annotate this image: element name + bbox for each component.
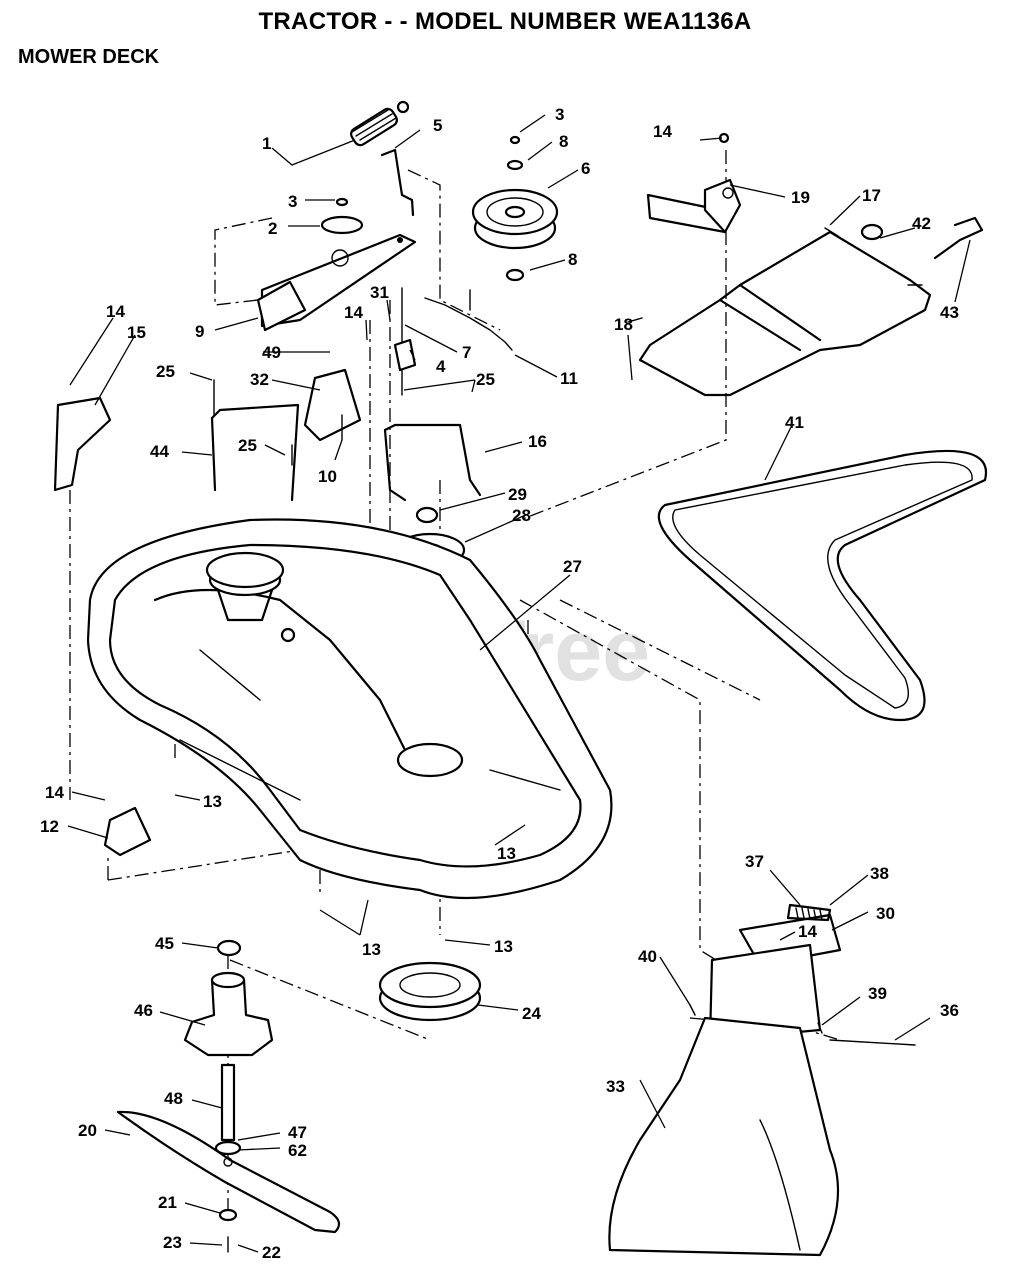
callout-8: 8 <box>559 132 568 151</box>
callout-9: 9 <box>195 322 204 341</box>
callout-22: 22 <box>262 1243 281 1262</box>
callout-29: 29 <box>508 485 527 504</box>
callout-30: 30 <box>876 904 895 923</box>
callout-13c: 13 <box>362 940 381 959</box>
callout-25b: 25 <box>476 370 495 389</box>
callout-37: 37 <box>745 852 764 871</box>
callout-8b: 8 <box>568 250 577 269</box>
callout-14e: 14 <box>798 922 817 941</box>
callout-5: 5 <box>433 116 442 135</box>
callout-13b: 13 <box>497 844 516 863</box>
callout-40: 40 <box>638 947 657 966</box>
callout-20: 20 <box>78 1121 97 1140</box>
callout-25: 25 <box>156 362 175 381</box>
deck-hangers <box>210 287 482 502</box>
callout-31: 31 <box>370 283 389 302</box>
callout-27: 27 <box>563 557 582 576</box>
callout-10: 10 <box>318 467 337 486</box>
deck-spindle <box>205 551 296 643</box>
callout-62: 62 <box>288 1141 307 1160</box>
callout-13d: 13 <box>494 937 513 956</box>
callout-11: 11 <box>560 369 578 388</box>
callout-14: 14 <box>106 302 125 321</box>
callout-3b: 3 <box>555 105 564 124</box>
page-title: TRACTOR - - MODEL NUMBER WEA1136A <box>258 8 752 35</box>
callout-43: 43 <box>940 303 959 322</box>
deck-bracket <box>53 396 112 492</box>
cable-part <box>424 297 513 351</box>
callout-38: 38 <box>870 864 889 883</box>
callout-44: 44 <box>150 442 169 461</box>
rod-part <box>380 148 415 217</box>
drive-belt <box>657 449 988 722</box>
mower-blade <box>116 1110 341 1234</box>
callout-17: 17 <box>862 186 881 205</box>
callout-48: 48 <box>164 1089 183 1108</box>
callout-49: 49 <box>262 343 281 362</box>
idler-pulley <box>471 135 559 282</box>
callout-18: 18 <box>614 315 633 334</box>
bracket-12 <box>103 806 152 857</box>
callout-13: 13 <box>203 792 222 811</box>
callout-14b: 14 <box>344 303 363 322</box>
callout-25c: 25 <box>238 436 257 455</box>
callout-21: 21 <box>158 1193 177 1212</box>
callout-47: 47 <box>288 1123 307 1142</box>
callout-labels: 1 2 3 3 4 5 6 7 8 8 9 10 11 12 13 13 13 … <box>40 105 959 1262</box>
leader-lines <box>67 114 971 1253</box>
callout-12: 12 <box>40 817 59 836</box>
callout-23: 23 <box>163 1233 182 1252</box>
callout-24: 24 <box>522 1004 541 1023</box>
callout-42: 42 <box>912 214 931 233</box>
tension-arm-assembly <box>256 100 417 332</box>
callout-19: 19 <box>791 188 810 207</box>
callout-46: 46 <box>134 1001 153 1020</box>
callout-36: 36 <box>940 1001 959 1020</box>
callout-39: 39 <box>868 984 887 1003</box>
section-title: MOWER DECK <box>18 46 160 68</box>
callout-2: 2 <box>268 219 277 238</box>
callout-14d: 14 <box>653 122 672 141</box>
callout-45: 45 <box>155 934 174 953</box>
callout-6: 6 <box>581 159 590 178</box>
callout-28: 28 <box>512 506 531 525</box>
bracket-32 <box>303 368 362 442</box>
bag-frame-assembly <box>627 132 984 397</box>
callout-7: 7 <box>462 343 471 362</box>
callout-4: 4 <box>436 357 446 376</box>
callout-14c: 14 <box>45 783 64 802</box>
washer-22 <box>218 1208 238 1222</box>
baffle-ring <box>378 961 482 1022</box>
spindle-assembly <box>183 939 274 1156</box>
callout-1: 1 <box>262 134 271 153</box>
callout-15: 15 <box>127 323 146 342</box>
bracket-4 <box>393 338 417 372</box>
callout-32: 32 <box>250 370 269 389</box>
callout-33: 33 <box>606 1077 625 1096</box>
callout-16: 16 <box>528 432 547 451</box>
callout-41: 41 <box>785 413 804 432</box>
mower-deck-housing <box>86 518 613 900</box>
callout-3: 3 <box>288 192 297 211</box>
bolt-10 <box>291 414 343 466</box>
discharge-chute-assembly <box>608 903 916 1257</box>
